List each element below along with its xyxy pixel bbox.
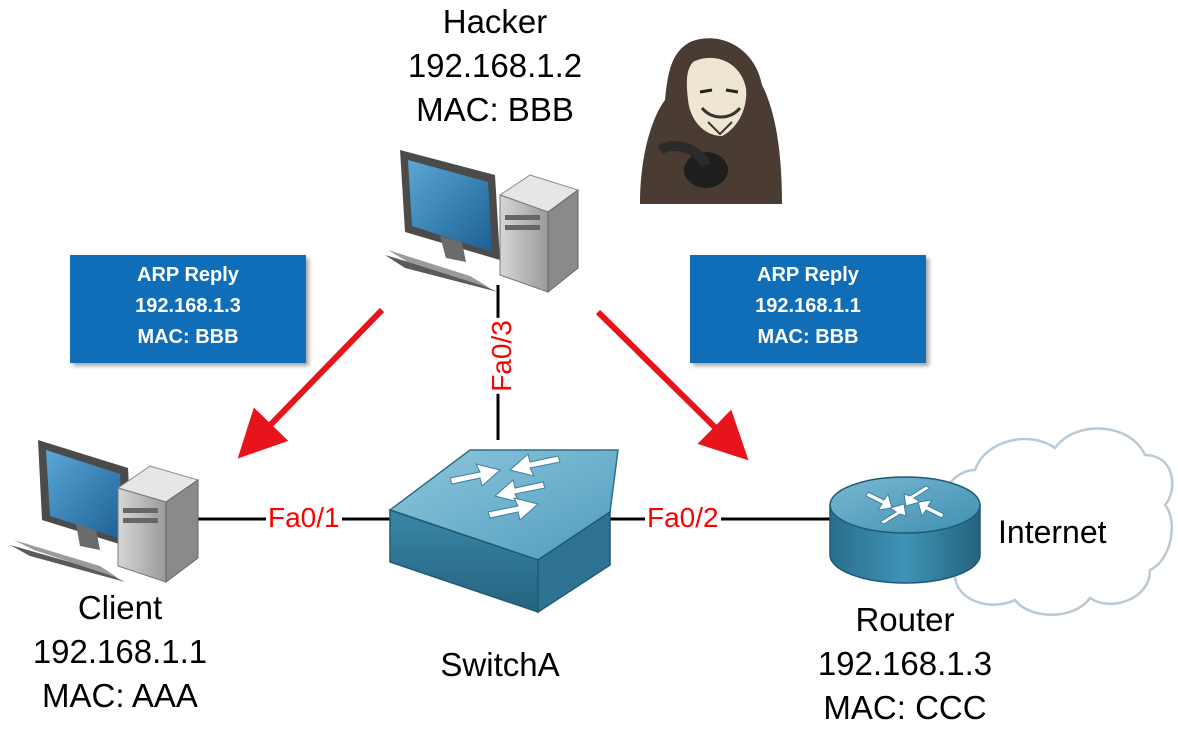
arp-title: ARP Reply	[137, 264, 239, 286]
hacker-ip: 192.168.1.2	[407, 47, 583, 84]
router-name: Router	[855, 601, 955, 638]
port-label-client: Fa0/1	[266, 502, 342, 533]
hacker-portrait-icon	[640, 38, 782, 205]
switch-icon	[388, 449, 619, 614]
arp-mac: MAC: BBB	[757, 326, 859, 348]
client-mac: MAC: AAA	[42, 677, 198, 714]
hacker-mac: MAC: BBB	[416, 91, 574, 128]
arp-ip: 192.168.1.3	[135, 295, 241, 317]
internet-label: Internet	[998, 514, 1107, 550]
router-icon	[829, 476, 981, 584]
client-label: Client 192.168.1.1 MAC: AAA	[0, 586, 240, 718]
arrow-to-router	[595, 309, 749, 461]
hacker-name: Hacker	[442, 3, 548, 40]
router-mac: MAC: CCC	[823, 689, 987, 726]
arp-reply-to-router: ARP Reply 192.168.1.1 MAC: BBB	[690, 255, 926, 363]
arp-mac: MAC: BBB	[137, 326, 239, 348]
router-label: Router 192.168.1.3 MAC: CCC	[780, 598, 1030, 730]
arp-reply-to-client: ARP Reply 192.168.1.3 MAC: BBB	[70, 255, 306, 363]
arrow-to-client	[237, 307, 385, 459]
hacker-computer-icon	[385, 150, 580, 294]
port-label-hacker: Fa0/3	[485, 318, 517, 394]
switch-name: SwitchA	[440, 646, 560, 683]
hacker-label: Hacker 192.168.1.2 MAC: BBB	[370, 0, 620, 132]
client-computer-icon	[10, 440, 200, 583]
port-label-router: Fa0/2	[645, 502, 721, 533]
client-name: Client	[77, 589, 163, 626]
switch-label: SwitchA	[420, 643, 580, 687]
client-ip: 192.168.1.1	[32, 633, 208, 670]
router-ip: 192.168.1.3	[817, 645, 993, 682]
arp-ip: 192.168.1.1	[755, 295, 861, 317]
arp-title: ARP Reply	[757, 264, 859, 286]
